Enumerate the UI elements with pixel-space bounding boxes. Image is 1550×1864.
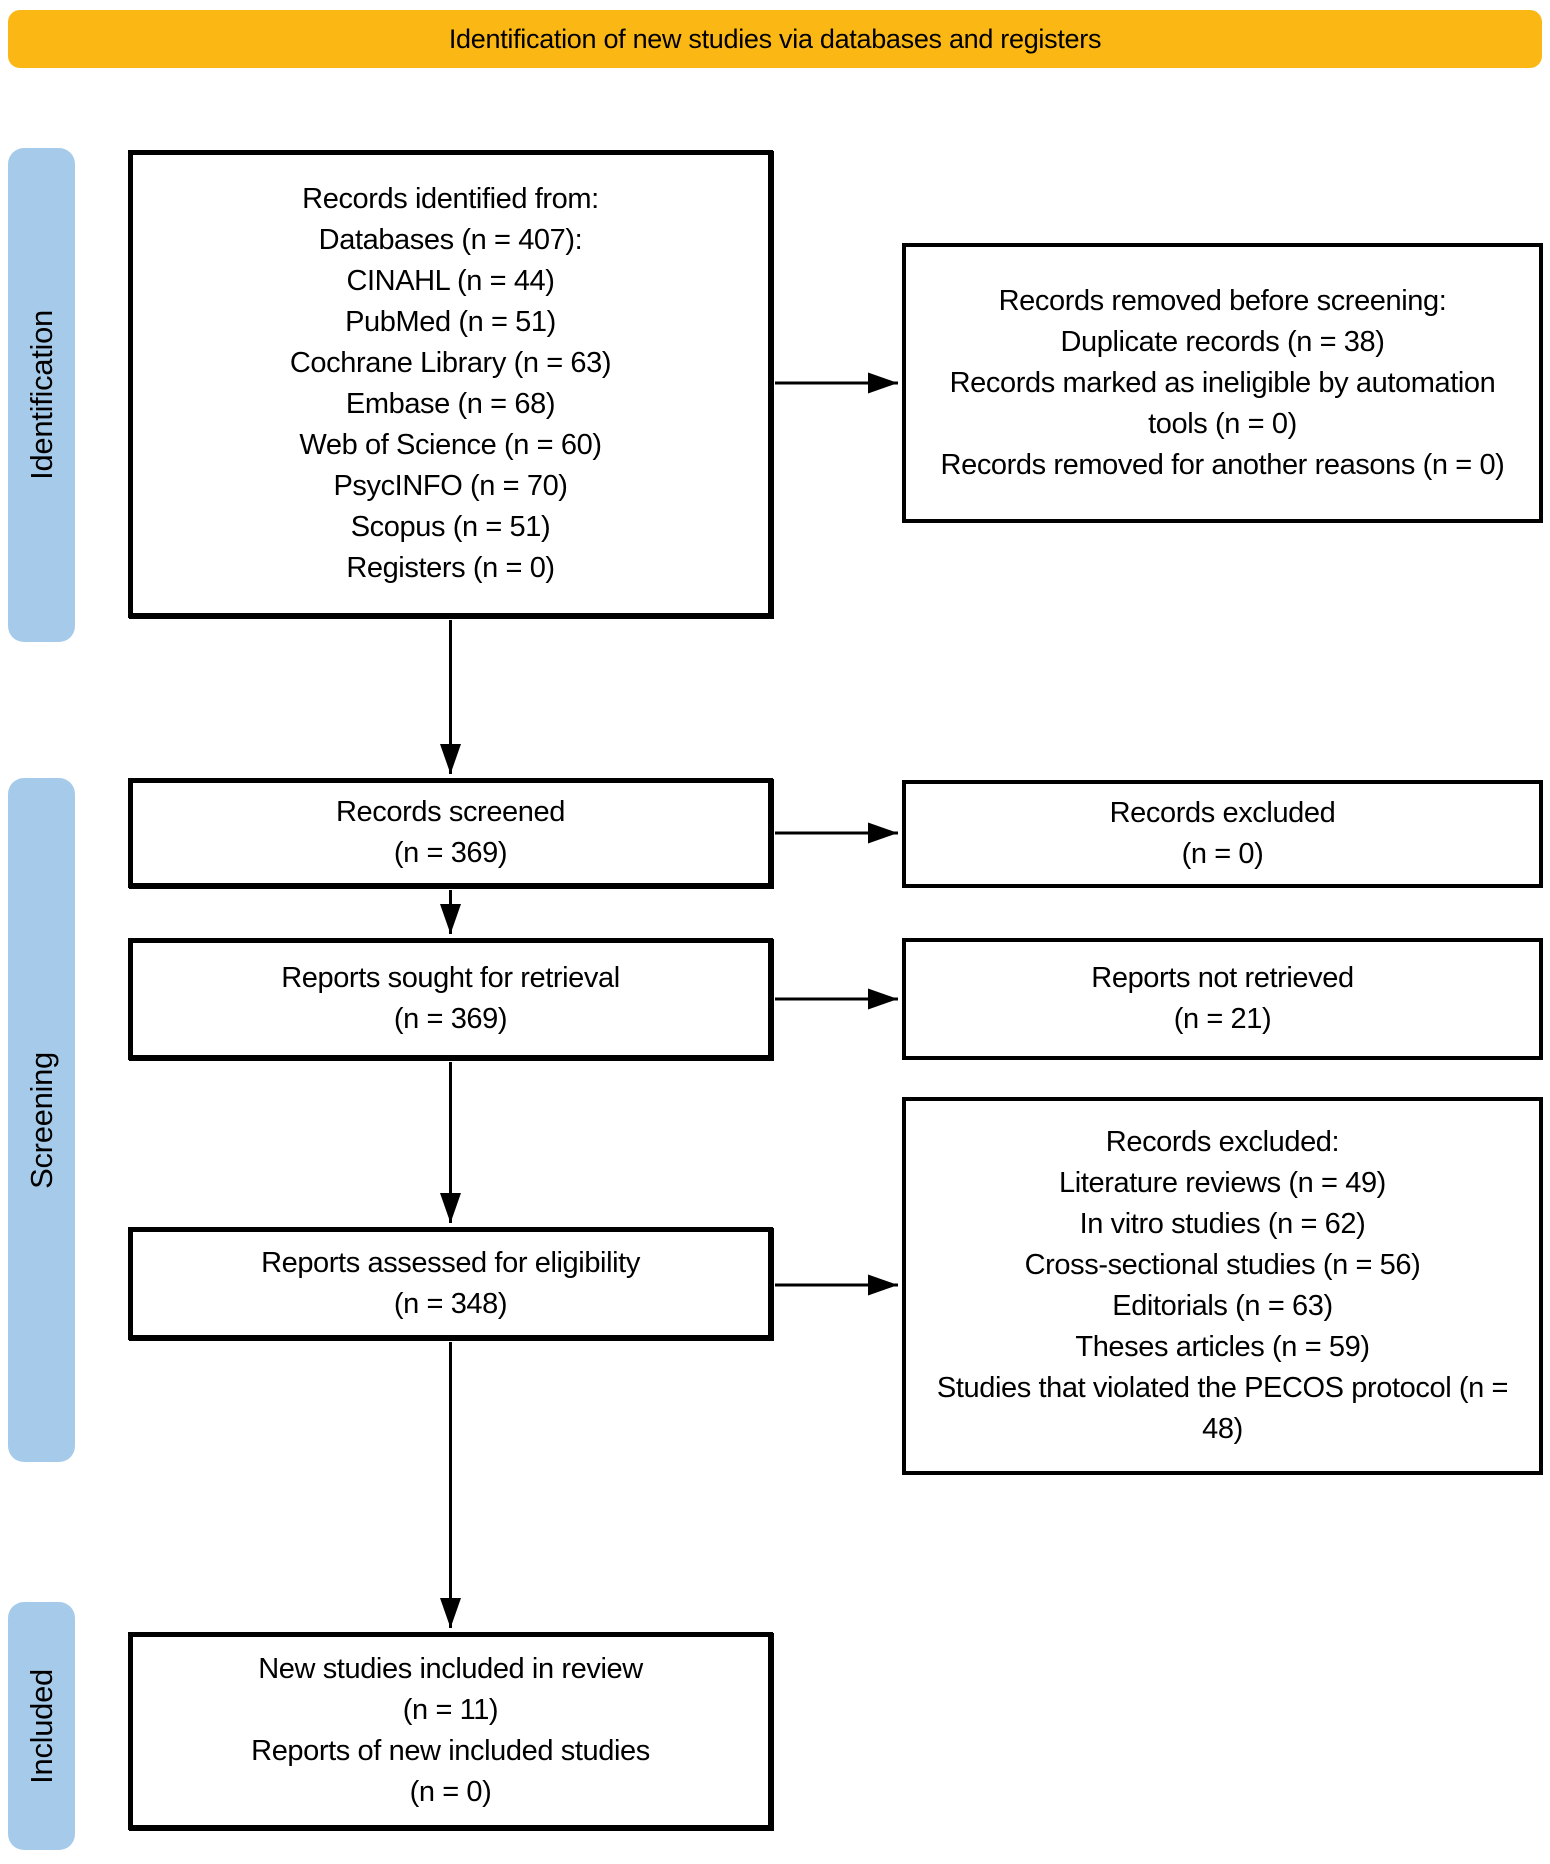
stage-label-identification-text: Identification bbox=[23, 310, 59, 480]
box-line: Reports sought for retrieval bbox=[281, 962, 620, 994]
box-line: (n = 369) bbox=[393, 1003, 508, 1035]
stage-label-screening: Screening bbox=[8, 778, 75, 1462]
box-reports-assessed: Reports assessed for eligibility (n = 34… bbox=[128, 1227, 773, 1340]
box-line: (n = 21) bbox=[1173, 1003, 1272, 1035]
box-records-screened: Records screened (n = 369) bbox=[128, 778, 773, 888]
box-line: PubMed (n = 51) bbox=[345, 306, 556, 338]
stage-label-identification: Identification bbox=[8, 148, 75, 642]
box-line: PsycINFO (n = 70) bbox=[333, 470, 568, 502]
box-line: In vitro studies (n = 62) bbox=[1079, 1208, 1366, 1240]
box-line: Databases (n = 407): bbox=[318, 224, 583, 256]
box-line: Web of Science (n = 60) bbox=[299, 429, 602, 461]
box-line: Records excluded bbox=[1109, 797, 1336, 829]
box-line: (n = 369) bbox=[393, 837, 508, 869]
box-line: (n = 11) bbox=[402, 1694, 499, 1726]
box-line: Records removed before screening: bbox=[998, 284, 1447, 317]
stage-label-included: Included bbox=[8, 1602, 75, 1850]
box-line: Cross-sectional studies (n = 56) bbox=[1024, 1249, 1421, 1281]
box-line: Registers (n = 0) bbox=[346, 552, 555, 584]
box-line: Duplicate records (n = 38) bbox=[1060, 325, 1385, 358]
box-line: Records screened bbox=[336, 796, 565, 828]
box-line: New studies included in review bbox=[258, 1653, 643, 1685]
box-records-excluded: Records excluded (n = 0) bbox=[902, 780, 1543, 888]
box-line: Embase (n = 68) bbox=[345, 388, 556, 420]
box-line: CINAHL (n = 44) bbox=[346, 265, 555, 297]
box-line: Reports not retrieved bbox=[1091, 962, 1354, 994]
box-line: Records marked as ineligible by automati… bbox=[949, 366, 1496, 440]
box-line: Records removed for another reasons (n =… bbox=[940, 448, 1505, 481]
stage-label-screening-text: Screening bbox=[23, 1051, 59, 1189]
box-reports-not-retrieved: Reports not retrieved (n = 21) bbox=[902, 938, 1543, 1060]
box-line: Scopus (n = 51) bbox=[350, 511, 551, 543]
box-line: Records excluded: bbox=[1105, 1126, 1340, 1158]
box-line: Records identified from: bbox=[302, 183, 599, 215]
stage-label-included-text: Included bbox=[23, 1668, 59, 1784]
box-line: Theses articles (n = 59) bbox=[1075, 1331, 1370, 1363]
box-line: (n = 0) bbox=[1181, 838, 1264, 870]
box-line: Cochrane Library (n = 63) bbox=[289, 347, 612, 379]
banner-title: Identification of new studies via databa… bbox=[8, 10, 1542, 68]
box-line: Literature reviews (n = 49) bbox=[1059, 1167, 1386, 1199]
box-reports-sought: Reports sought for retrieval (n = 369) bbox=[128, 938, 773, 1060]
box-line: Reports of new included studies bbox=[251, 1735, 650, 1767]
box-records-identified: Records identified from: Databases (n = … bbox=[128, 150, 773, 618]
box-line: Reports assessed for eligibility bbox=[261, 1246, 640, 1279]
banner-title-text: Identification of new studies via databa… bbox=[448, 23, 1102, 54]
box-new-studies-included: New studies included in review (n = 11) … bbox=[128, 1632, 773, 1830]
box-line: (n = 0) bbox=[409, 1776, 492, 1808]
box-line: Editorials (n = 63) bbox=[1112, 1290, 1333, 1322]
box-records-removed-before-screening: Records removed before screening: Duplic… bbox=[902, 243, 1543, 523]
box-records-excluded-reasons: Records excluded: Literature reviews (n … bbox=[902, 1097, 1543, 1475]
box-line: Studies that violated the PECOS protocol… bbox=[936, 1372, 1509, 1445]
box-line: (n = 348) bbox=[393, 1287, 508, 1320]
